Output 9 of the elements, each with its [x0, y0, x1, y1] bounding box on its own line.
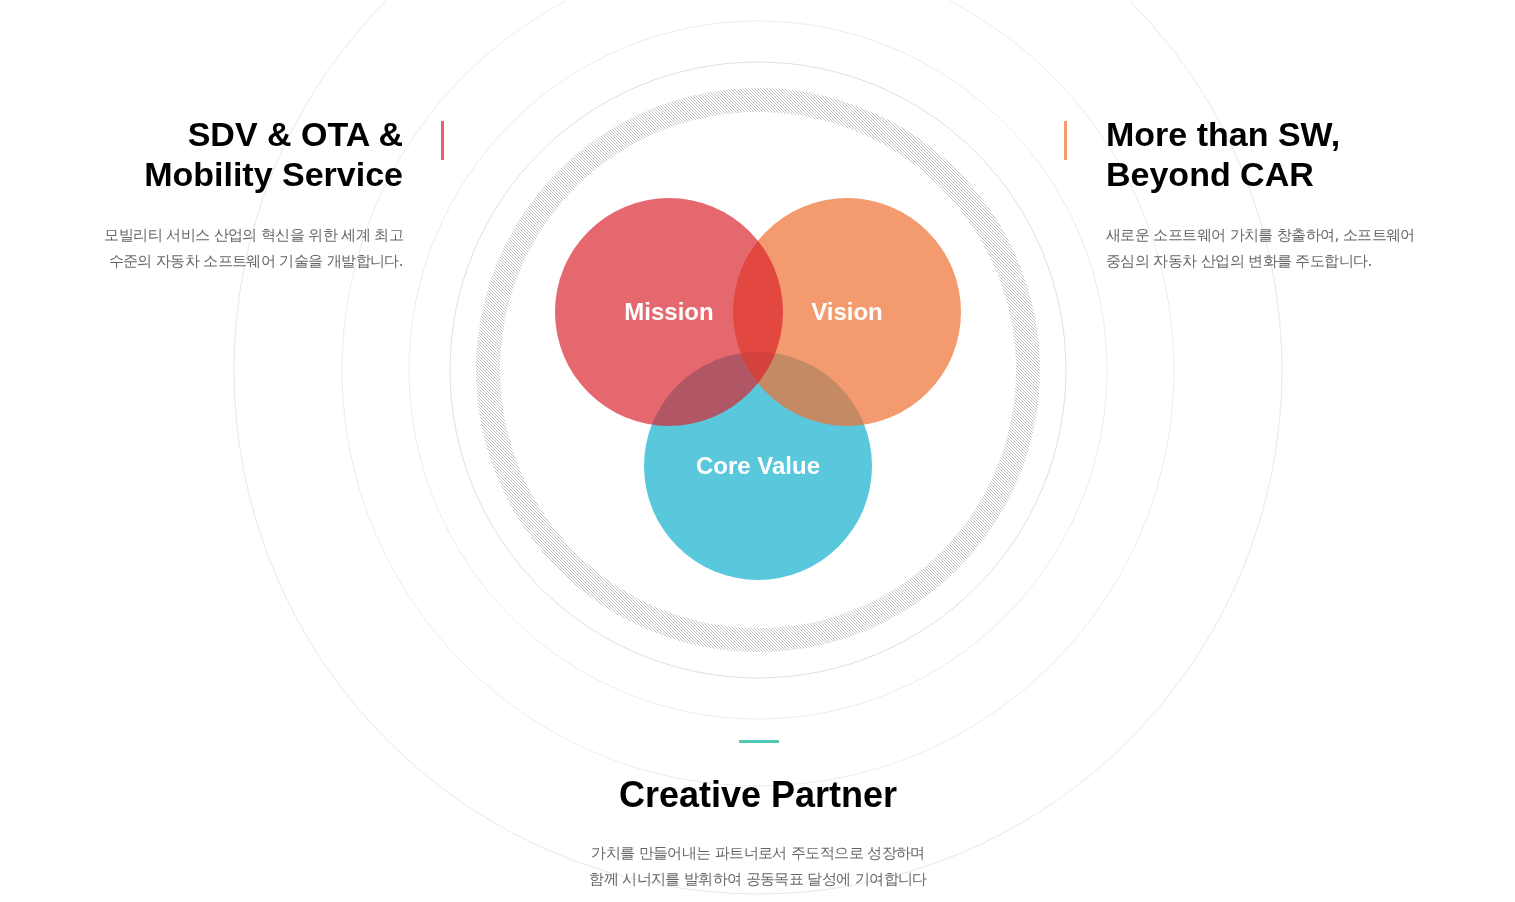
circle-title: Mission	[624, 298, 714, 326]
description-text: 새로운 소프트웨어 가치를 창출하여, 소프트웨어 중심의 자동차 산업의 변화를 주도합니다.	[1106, 225, 1416, 272]
section-heading: Creative Partner	[617, 774, 899, 816]
circle-title: Vision	[811, 298, 883, 326]
circle-title: Core Value	[695, 452, 821, 480]
description-text: 가치를 만들어내는 파트너로서 주도적으로 성장하며 함께 시너지를 발휘하여 공동목표 달성에 기여합니다	[588, 843, 928, 890]
description-text: 모빌리티 서비스 산업의 혁신을 위한 세계 최고 수준의 자동차 소프트웨어 기술을 개발합니다.	[103, 225, 403, 272]
section-heading: SDV & OTA & Mobility Service	[143, 114, 403, 194]
section-heading: More than SW, Beyond CAR	[1106, 114, 1342, 194]
